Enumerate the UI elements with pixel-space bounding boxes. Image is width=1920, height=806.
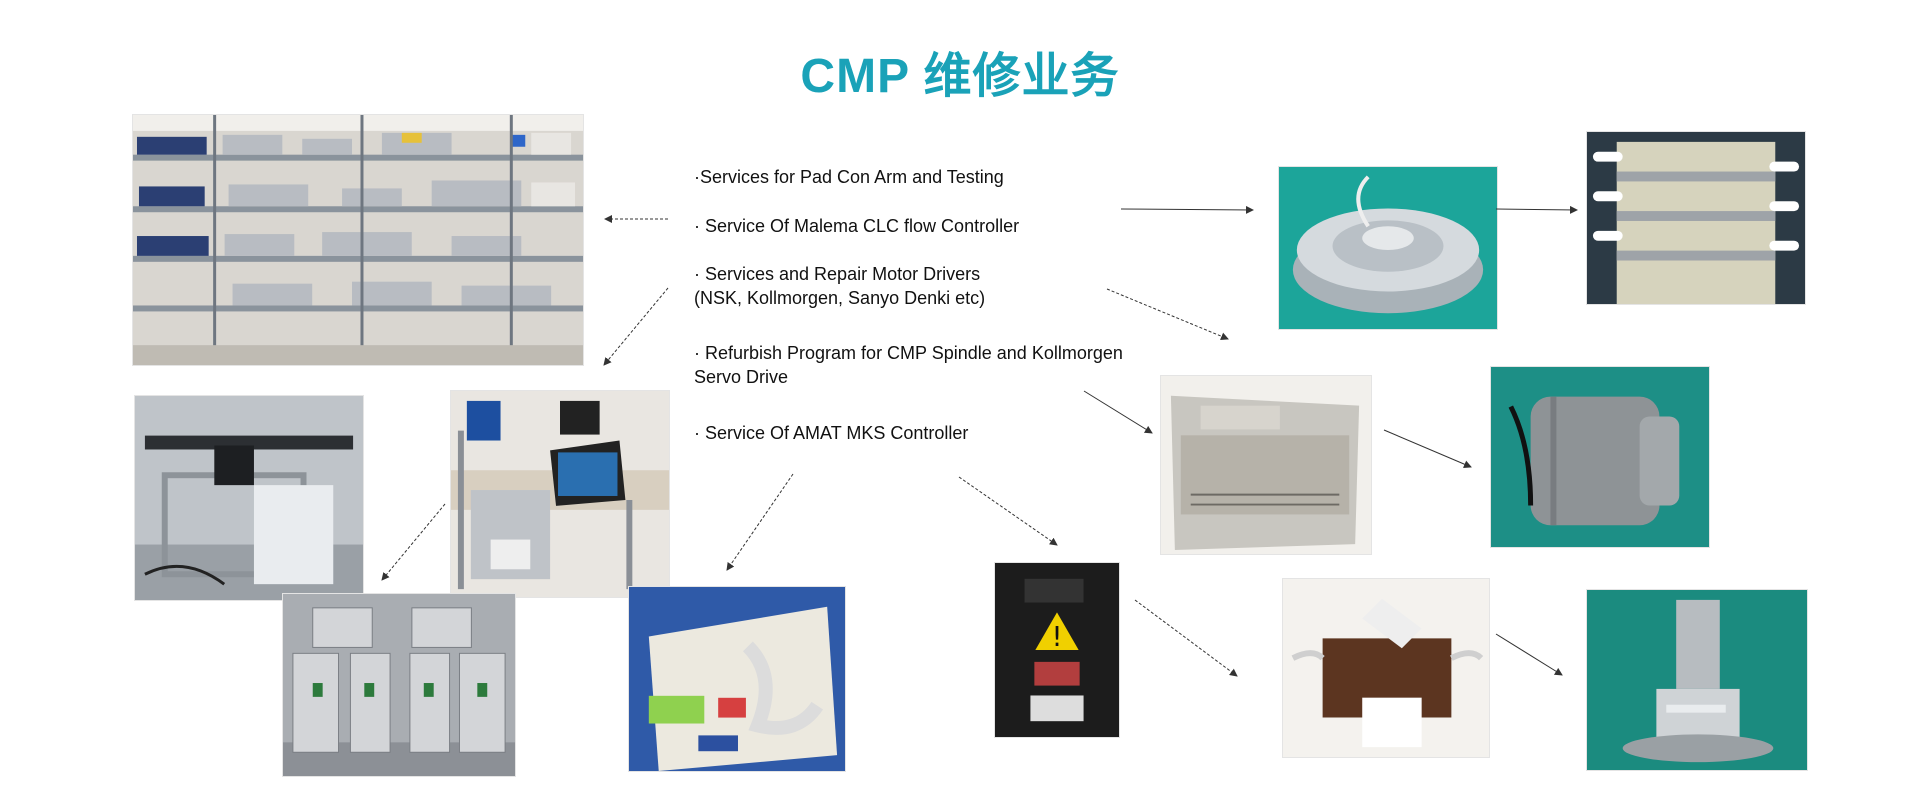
brown-valve-photo <box>1282 578 1490 758</box>
stainless-sensor-photo <box>1586 589 1808 771</box>
test-cart-laptop-photo <box>450 390 670 598</box>
arrow-to-cmp-spindle <box>1383 429 1472 468</box>
laser-sensor-module-photo: ! <box>994 562 1120 738</box>
pad-con-arm-test-rig-photo <box>134 395 364 601</box>
service-item-motor-drivers: · Services and Repair Motor Drivers (NSK… <box>694 264 986 308</box>
arrow-to-servo-drive-upper <box>1106 288 1229 341</box>
svg-text:!: ! <box>1051 620 1062 653</box>
arrow-to-stainless-sensor <box>1495 633 1563 676</box>
arrow-to-laser-module <box>958 476 1058 546</box>
motor-drivers-photo <box>282 593 516 777</box>
arrow-to-flow-controller <box>1120 205 1254 214</box>
arrow-to-mks-controller <box>726 473 794 571</box>
arrow-to-brown-valve <box>1134 599 1238 677</box>
cmp-spindle-photo <box>1490 366 1710 548</box>
warehouse-shelves-photo <box>132 114 584 366</box>
arrow-to-warehouse-lower <box>603 287 669 366</box>
service-item-spindle-refurbish: · Refurbish Program for CMP Spindle and … <box>694 343 1123 387</box>
service-item-amat-mks: · Service Of AMAT MKS Controller <box>694 423 969 443</box>
page-title: CMP 维修业务 <box>800 50 1120 103</box>
service-item-pad-con-arm: ·Services for Pad Con Arm and Testing <box>694 167 1004 187</box>
arrow-to-rotary-union <box>1495 205 1578 214</box>
flow-controller-disc-photo <box>1278 166 1498 330</box>
rotary-union-photo <box>1586 131 1806 305</box>
mks-controller-photo <box>628 586 846 772</box>
service-item-malema-clc: · Service Of Malema CLC flow Controller <box>694 216 1020 236</box>
arrow-to-motor-drivers <box>381 503 446 581</box>
servo-drive-board-photo <box>1160 375 1372 555</box>
arrow-to-servo-drive <box>1083 390 1153 434</box>
